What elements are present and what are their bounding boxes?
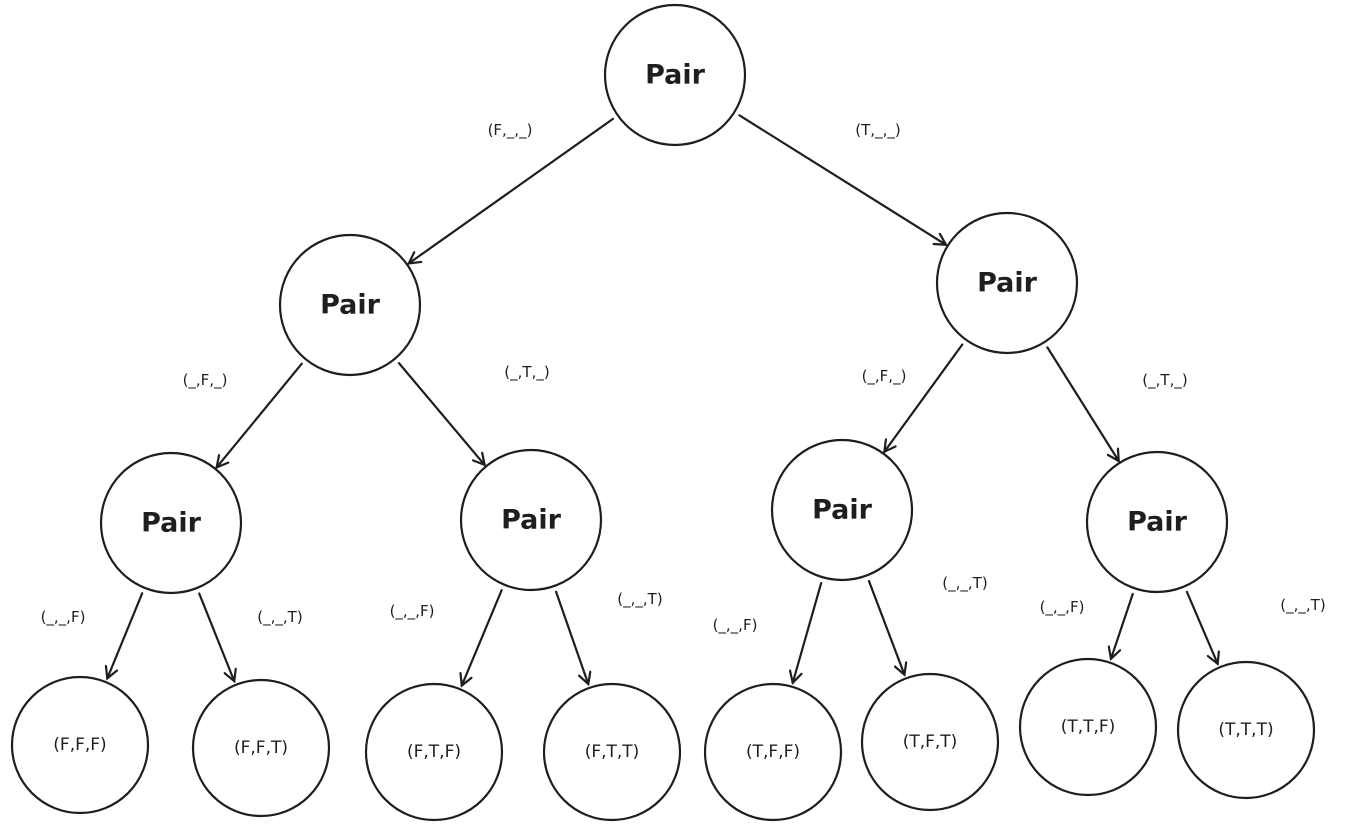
edge-arrow-tf-tft — [867, 579, 905, 675]
edge-label: (_,_,F) — [390, 602, 435, 621]
edge-label: (_,T,_) — [504, 363, 549, 382]
node-label: (T,T,T) — [1218, 720, 1273, 740]
node-circle — [1018, 657, 1158, 797]
pair-node-ff: Pair — [99, 451, 243, 595]
pair-node-tt: Pair — [1085, 450, 1229, 594]
node-label: Pair — [977, 268, 1038, 299]
leaf-node-ftf: (F,T,F) — [364, 682, 504, 822]
node-circle — [459, 448, 603, 592]
node-label: (F,F,F) — [53, 735, 106, 755]
node-label: Pair — [645, 60, 706, 91]
node-label: Pair — [141, 508, 202, 539]
edge-label: (_,F,_) — [183, 371, 228, 390]
node-label: Pair — [320, 290, 381, 321]
edge-label: (T,_,_) — [855, 121, 900, 140]
node-label: Pair — [1127, 507, 1188, 538]
edge-label: (_,_,T) — [617, 590, 662, 609]
leaf-node-fff: (F,F,F) — [10, 675, 150, 815]
pair-node-t: Pair — [935, 211, 1079, 355]
node-label: (F,T,F) — [407, 742, 461, 762]
node-circle — [703, 682, 843, 822]
node-circle — [603, 3, 747, 147]
pair-node-f: Pair — [278, 233, 422, 377]
edge-label: (_,_,T) — [942, 574, 987, 593]
edge-arrow-tf-tff — [793, 581, 823, 683]
pair-node-tf: Pair — [770, 438, 914, 582]
leaf-node-tff: (T,F,F) — [703, 682, 843, 822]
edge-label: (F,_,_) — [488, 121, 533, 140]
edge-arrow-f-ff — [217, 362, 303, 468]
node-circle — [770, 438, 914, 582]
edge-arrow-t-tf — [884, 343, 964, 451]
leaf-node-tft: (T,F,T) — [860, 672, 1000, 812]
node-circle — [1176, 660, 1316, 800]
edge-label: (_,_,F) — [1040, 598, 1085, 617]
edge-arrow-tt-ttf — [1111, 592, 1134, 659]
node-label: (T,F,T) — [903, 732, 958, 752]
node-label: Pair — [501, 505, 562, 536]
edge-label: (_,_,T) — [257, 608, 302, 627]
node-label: Pair — [812, 495, 873, 526]
node-label: (T,T,F) — [1061, 717, 1116, 737]
node-circle — [191, 678, 331, 818]
edge-label: (_,_,F) — [41, 608, 86, 627]
edge-arrow-root-t — [738, 114, 946, 244]
edge-arrow-ft-ftf — [462, 589, 503, 685]
node-label: (F,F,T) — [234, 738, 288, 758]
edge-arrow-ft-ftt — [554, 590, 588, 684]
edge-arrow-root-f — [409, 117, 615, 264]
edge-arrow-t-tt — [1046, 346, 1118, 461]
edge-label: (_,F,_) — [862, 367, 907, 386]
pair-node-ft: Pair — [459, 448, 603, 592]
edge-label: (_,_,F) — [713, 616, 758, 635]
node-circle — [1085, 450, 1229, 594]
node-circle — [364, 682, 504, 822]
edge-arrow-ff-fft — [198, 592, 234, 682]
node-label: (F,T,T) — [585, 742, 640, 762]
node-circle — [860, 672, 1000, 812]
leaf-node-fft: (F,F,T) — [191, 678, 331, 818]
edge-arrow-tt-ttt — [1185, 590, 1218, 664]
node-circle — [278, 233, 422, 377]
leaf-node-ttf: (T,T,F) — [1018, 657, 1158, 797]
leaf-node-ttt: (T,T,T) — [1176, 660, 1316, 800]
edge-label: (_,_,T) — [1280, 596, 1325, 615]
node-circle — [935, 211, 1079, 355]
edge-arrow-f-ft — [397, 362, 485, 465]
node-circle — [99, 451, 243, 595]
edge-arrow-ff-fff — [107, 592, 144, 678]
node-label: (T,F,F) — [746, 742, 800, 762]
leaf-node-ftt: (F,T,T) — [542, 682, 682, 822]
pair-node-root: Pair — [603, 3, 747, 147]
node-circle — [10, 675, 150, 815]
edge-label: (_,T,_) — [1142, 371, 1187, 390]
node-circle — [542, 682, 682, 822]
